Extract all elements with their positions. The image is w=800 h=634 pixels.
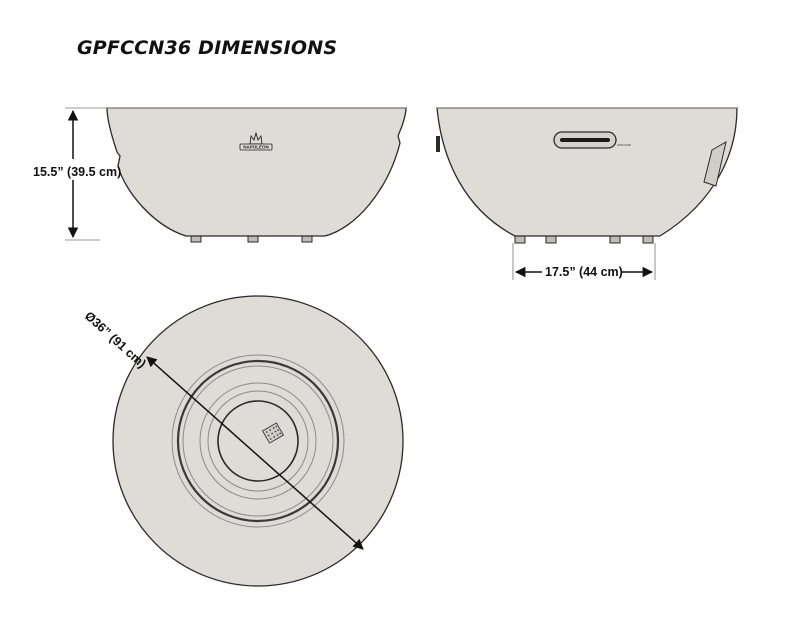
access-panel	[703, 141, 727, 187]
page-title: GPFCCN36 DIMENSIONS	[77, 37, 337, 59]
napoleon-crown-icon	[249, 131, 263, 145]
height-dimension: 15.5” (39.5 cm)	[33, 107, 121, 241]
side-nub	[436, 136, 440, 152]
base-width-dimension: 17.5” (44 cm)	[512, 243, 656, 280]
side-handle	[553, 131, 617, 149]
top-view-outer-rim	[112, 295, 404, 587]
napoleon-logo: NAPOLEON	[239, 131, 273, 151]
side-view: GPFCCN36	[436, 107, 738, 244]
height-label: 15.5” (39.5 cm)	[33, 165, 121, 179]
side-view-bowl	[436, 107, 738, 237]
logo-text: NAPOLEON	[243, 145, 269, 150]
front-view: NAPOLEON	[106, 107, 407, 243]
top-view	[112, 295, 404, 587]
side-label: GPFCCN36	[617, 143, 631, 147]
base-width-label: 17.5” (44 cm)	[545, 265, 623, 279]
diameter-label: Ø36” (91 cm)	[82, 309, 149, 371]
front-view-bowl	[106, 107, 407, 237]
